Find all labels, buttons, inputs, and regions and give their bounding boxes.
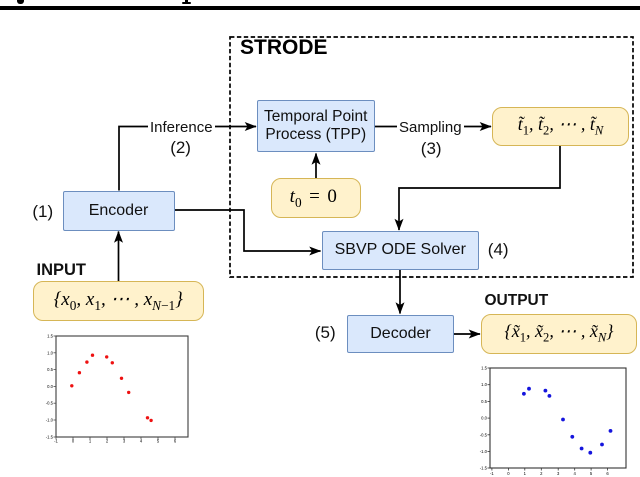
svg-text:1: 1: [524, 471, 527, 476]
svg-text:-1.0: -1.0: [46, 418, 54, 423]
svg-text:1.0: 1.0: [47, 350, 53, 355]
svg-text:-0.5: -0.5: [46, 401, 54, 406]
svg-text:4: 4: [574, 471, 577, 476]
svg-text:1.5: 1.5: [47, 334, 53, 339]
svg-text:-1.0: -1.0: [480, 449, 488, 454]
svg-text:3: 3: [557, 471, 560, 476]
svg-text:5: 5: [590, 471, 593, 476]
svg-text:1: 1: [89, 439, 92, 444]
svg-text:0: 0: [507, 471, 510, 476]
svg-text:3: 3: [123, 439, 126, 444]
svg-text:4: 4: [140, 439, 143, 444]
svg-text:6: 6: [606, 471, 609, 476]
svg-text:1.5: 1.5: [481, 366, 487, 371]
svg-text:6: 6: [174, 439, 177, 444]
svg-text:1.0: 1.0: [481, 382, 487, 387]
svg-text:-1.5: -1.5: [46, 435, 54, 440]
svg-text:-1: -1: [490, 471, 494, 476]
svg-text:-1.5: -1.5: [480, 466, 488, 471]
svg-text:0.0: 0.0: [47, 384, 53, 389]
svg-text:5: 5: [157, 439, 160, 444]
svg-text:0.5: 0.5: [481, 399, 487, 404]
svg-text:0.5: 0.5: [47, 367, 53, 372]
svg-text:2: 2: [106, 439, 109, 444]
svg-text:-0.5: -0.5: [480, 432, 488, 437]
svg-text:0.0: 0.0: [481, 416, 487, 421]
svg-text:0: 0: [72, 439, 75, 444]
svg-text:2: 2: [540, 471, 543, 476]
svg-text:-1: -1: [54, 439, 58, 444]
